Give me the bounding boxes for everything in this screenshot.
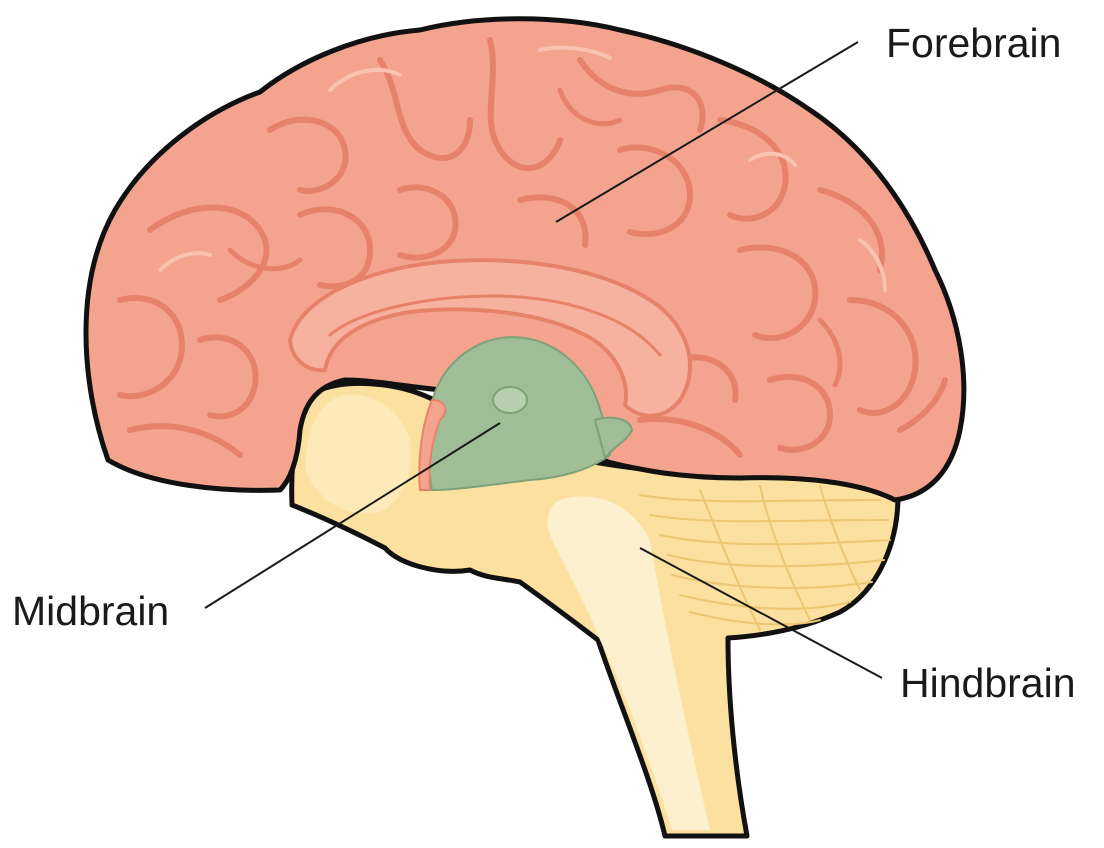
- forebrain-highlights: [158, 45, 887, 292]
- forebrain-label: Forebrain: [886, 20, 1061, 66]
- forebrain-folds: [117, 37, 948, 458]
- forebrain-leader-line: [555, 41, 859, 223]
- cerebellum-striations: [639, 485, 891, 631]
- midbrain-label: Midbrain: [12, 588, 169, 634]
- hindbrain-leader-line: [639, 547, 883, 679]
- midbrain-leader-line: [204, 422, 501, 609]
- corpus-callosum: [287, 258, 692, 418]
- midbrain-nucleus: [492, 386, 528, 414]
- hindbrain-label: Hindbrain: [900, 660, 1076, 706]
- forebrain-region: [83, 16, 967, 503]
- hindbrain-region: [289, 380, 901, 839]
- midbrain-region: [418, 336, 634, 492]
